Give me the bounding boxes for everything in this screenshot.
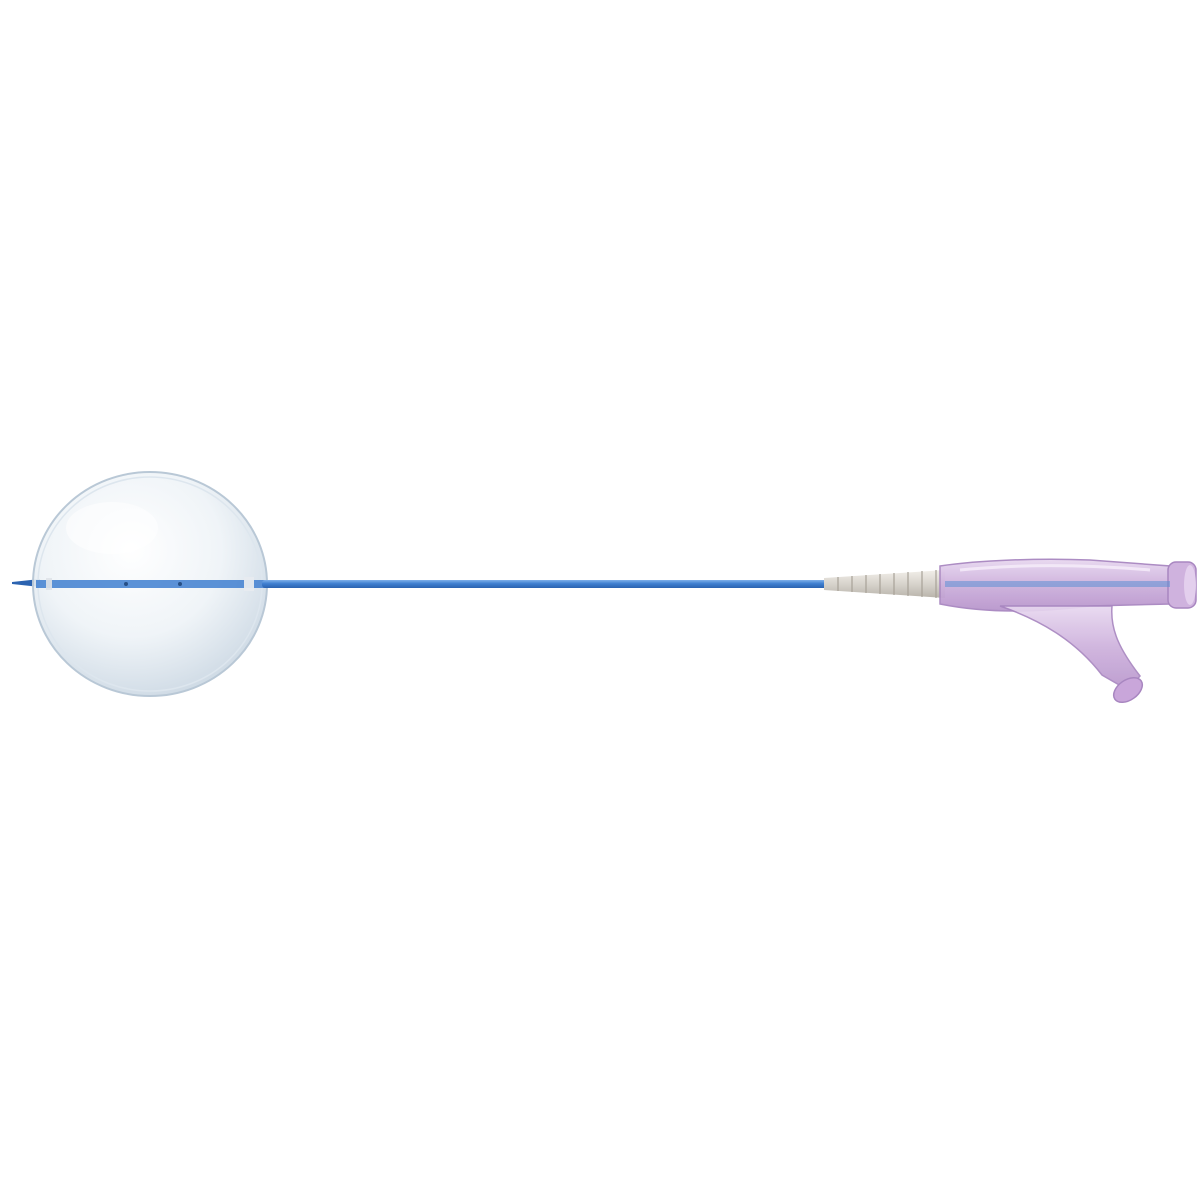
y-connector-hub	[939, 558, 1197, 704]
catheter-shaft	[262, 580, 832, 588]
inflated-spherical-balloon	[32, 471, 268, 697]
strain-relief-sleeve	[824, 570, 945, 598]
